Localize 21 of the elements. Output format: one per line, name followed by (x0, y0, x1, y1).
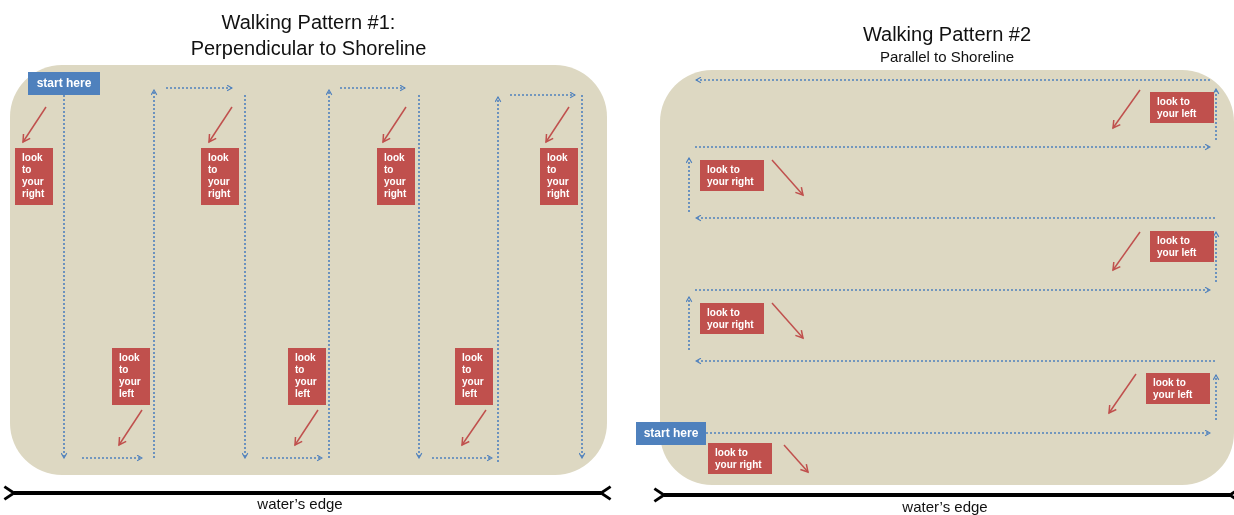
shoreline-label: water’s edge (256, 495, 344, 512)
instruction-label: look to your left (1146, 373, 1210, 404)
instruction-label: look to your right (377, 148, 415, 205)
walking-path-arrow (60, 94, 68, 459)
pattern-subtitle: Parallel to Shoreline (878, 48, 1016, 66)
instruction-label: look to your left (288, 348, 326, 405)
pattern-title: Walking Pattern #2 (861, 22, 1033, 46)
start-label: start here (28, 72, 100, 95)
instruction-label: look to your right (201, 148, 239, 205)
instruction-label: look to your left (455, 348, 493, 405)
instruction-label: look to your right (700, 160, 764, 191)
shoreline-label: water’s edge (901, 498, 989, 515)
instruction-label: look to your left (1150, 231, 1214, 262)
instruction-label: look to your right (540, 148, 578, 205)
start-label: start here (636, 422, 706, 445)
pattern-title: Walking Pattern #1: Perpendicular to Shoreline (189, 10, 428, 61)
instruction-label: look to your left (1150, 92, 1214, 123)
instruction-label: look to your right (700, 303, 764, 334)
instruction-label: look to your right (15, 148, 53, 205)
instruction-label: look to your left (112, 348, 150, 405)
instruction-label: look to your right (708, 443, 772, 474)
